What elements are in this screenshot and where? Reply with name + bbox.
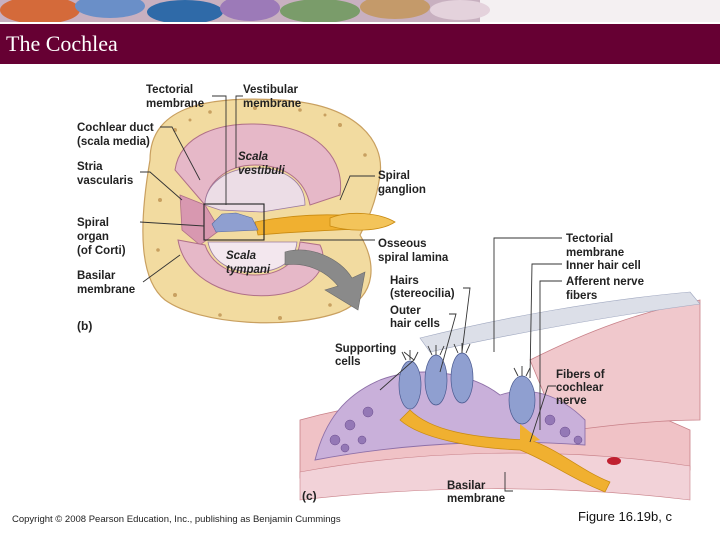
label-scala-tympani-2: tympani [226,264,271,276]
label-spiral-organ-2: organ [77,231,109,243]
label-fibers-cochlear-nerve-2: cochlear [556,382,604,394]
label-tectorial-membrane-c-2: membrane [566,247,624,259]
label-osseous-spiral-lamina-1: Osseous [378,238,427,250]
label-cochlear-duct-2: (scala media) [77,136,150,148]
label-inner-hair-cell: Inner hair cell [566,260,641,272]
decorative-top-banner [0,0,720,22]
organ-of-corti-illustration [299,291,701,501]
label-outer-hair-cells-1: Outer [390,305,421,317]
title-bar: The Cochlea [0,24,720,64]
label-vestibular-membrane-1: Vestibular [243,84,298,96]
label-tectorial-membrane-b-2: membrane [146,98,204,110]
label-tectorial-membrane-c-1: Tectorial [566,233,613,245]
panel-b-tag: (b) [77,319,92,333]
cochlea-figure: (b) Tectorial membrane Vestibular membra… [77,84,701,504]
panel-c-leader-lines [379,237,562,492]
panel-c-tag: (c) [302,489,317,503]
label-outer-hair-cells-2: hair cells [390,318,440,330]
slide-title: The Cochlea [6,31,118,56]
label-basilar-membrane-b-1: Basilar [77,270,116,282]
label-scala-vestibuli-1: Scala [238,151,269,163]
label-scala-tympani-1: Scala [226,250,257,262]
label-cochlear-duct-1: Cochlear duct [77,122,154,134]
label-spiral-ganglion-1: Spiral [378,170,410,182]
label-osseous-spiral-lamina-2: spiral lamina [378,252,449,264]
label-spiral-ganglion-2: ganglion [378,184,426,196]
label-supporting-cells-1: Supporting [335,343,396,355]
label-afferent-nerve-fibers-2: fibers [566,290,597,302]
label-hairs-1: Hairs [390,275,419,287]
label-supporting-cells-2: cells [335,356,361,368]
label-vestibular-membrane-2: membrane [243,98,301,110]
label-afferent-nerve-fibers-1: Afferent nerve [566,276,644,288]
figure-caption: Figure 16.19b, c [578,509,672,524]
label-basilar-membrane-b-2: membrane [77,284,135,296]
label-spiral-organ-3: (of Corti) [77,245,126,257]
cochlea-cross-section-illustration [142,98,396,324]
label-fibers-cochlear-nerve-1: Fibers of [556,369,605,381]
panel-b-leader-lines [139,95,375,283]
label-stria-vascularis-2: vascularis [77,175,133,187]
banner-artwork [0,0,720,22]
label-stria-vascularis-1: Stria [77,161,103,173]
label-basilar-membrane-c-2: membrane [447,493,505,504]
label-hairs-2: (stereocilia) [390,288,455,300]
label-fibers-cochlear-nerve-3: nerve [556,395,587,407]
label-tectorial-membrane-b-1: Tectorial [146,84,193,96]
label-scala-vestibuli-2: vestibuli [238,165,285,177]
copyright-notice: Copyright © 2008 Pearson Education, Inc.… [12,514,341,525]
label-spiral-organ-1: Spiral [77,217,109,229]
label-basilar-membrane-c-1: Basilar [447,480,486,492]
